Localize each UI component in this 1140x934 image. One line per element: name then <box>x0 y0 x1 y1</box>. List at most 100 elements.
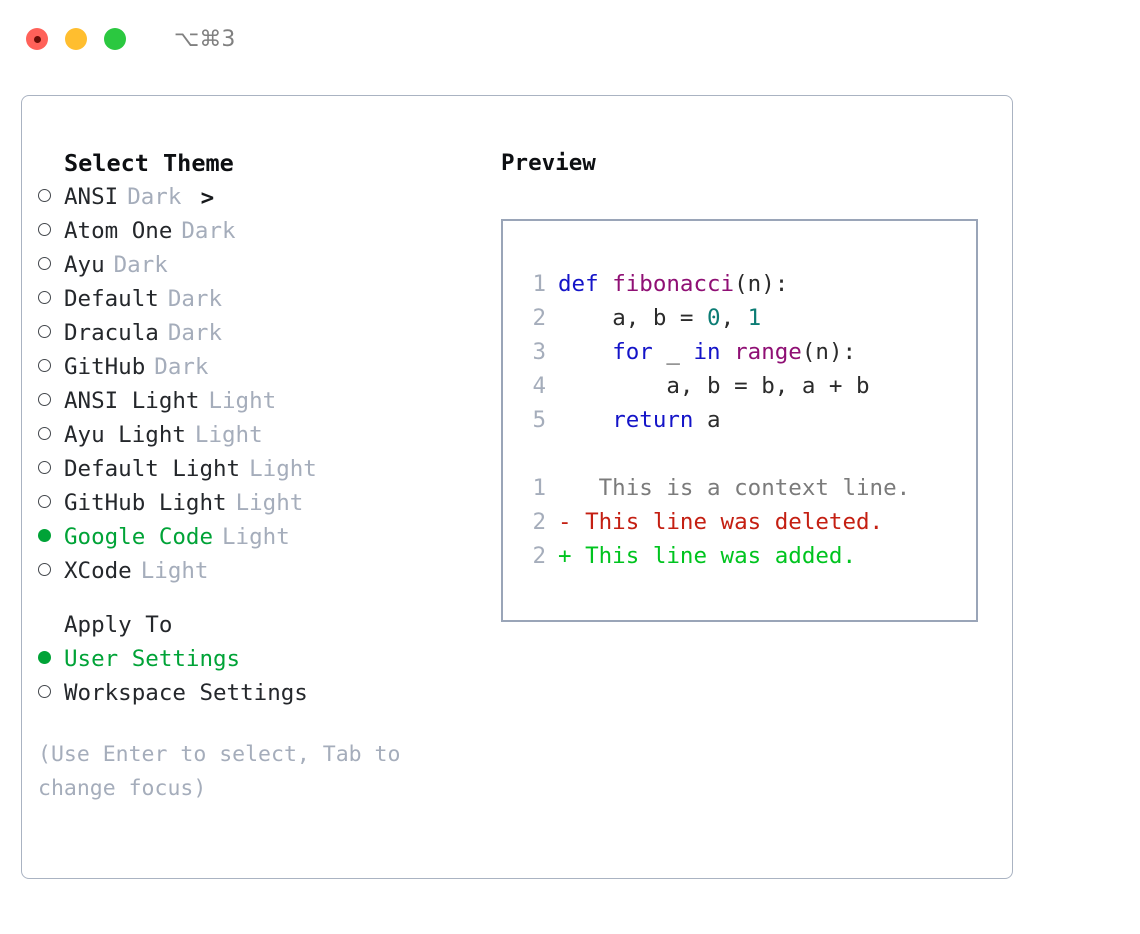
code-token <box>721 339 735 365</box>
theme-name-label: ANSI <box>64 184 119 210</box>
code-token: n <box>815 339 829 365</box>
theme-variant-badge: Dark <box>167 286 223 312</box>
code-token: ): <box>761 271 789 297</box>
code-token: 1 <box>747 305 762 331</box>
radio-unselected-icon[interactable] <box>38 452 64 486</box>
theme-list-item[interactable]: GitHub Dark <box>38 350 468 384</box>
radio-unselected-icon[interactable] <box>38 486 64 520</box>
theme-variant-badge: Dark <box>127 184 182 210</box>
code-token: a, b = b, a + b <box>666 373 870 399</box>
close-window-button[interactable] <box>26 28 48 50</box>
theme-variant-badge: Dark <box>113 252 168 278</box>
code-diff-separator <box>520 437 970 471</box>
line-number: 4 <box>532 373 546 399</box>
line-number: 2 <box>532 509 546 535</box>
theme-list-item[interactable]: Default Dark <box>38 282 468 316</box>
theme-name-label: Ayu Light <box>64 422 186 448</box>
diff-line: 2 + This line was added. <box>520 539 970 573</box>
radio-unselected-icon[interactable] <box>38 316 64 350</box>
radio-unselected-icon[interactable] <box>38 282 64 316</box>
radio-unselected-icon[interactable] <box>38 676 64 710</box>
radio-unselected-icon[interactable] <box>38 418 64 452</box>
theme-name-label: GitHub Light <box>64 490 227 516</box>
theme-name-label: Default Light <box>64 456 241 482</box>
code-line: 4 a, b = b, a + b <box>520 369 970 403</box>
caret-icon: > <box>200 185 215 211</box>
theme-name-label: ANSI Light <box>64 388 200 414</box>
code-token: a, b = <box>612 305 708 331</box>
theme-name-label: Default <box>64 286 159 312</box>
theme-name-label: GitHub <box>64 354 146 380</box>
title-bar: ⌥⌘3 <box>0 0 1140 78</box>
diff-text: This line was added. <box>571 543 857 569</box>
radio-unselected-icon[interactable] <box>38 248 64 282</box>
code-line: 1 def fibonacci(n): <box>520 267 970 301</box>
theme-variant-badge: Light <box>140 558 209 584</box>
code-line: 2 a, b = 0, 1 <box>520 301 970 335</box>
code-token: _ <box>652 339 694 365</box>
radio-unselected-icon[interactable] <box>38 214 64 248</box>
code-token: 0 <box>707 305 721 331</box>
theme-list-item[interactable]: ANSI Dark <box>38 180 468 214</box>
radio-selected-icon[interactable] <box>38 520 64 554</box>
radio-unselected-icon[interactable] <box>38 554 64 588</box>
code-token: in <box>693 339 721 365</box>
theme-list-item[interactable]: Default Light Light <box>38 452 468 486</box>
line-number: 1 <box>532 271 546 297</box>
theme-variant-badge: Light <box>249 456 317 482</box>
diff-text: This line was deleted. <box>571 509 884 535</box>
code-token <box>558 373 666 399</box>
apply-to-label: Workspace Settings <box>64 680 308 706</box>
diff-sign <box>558 471 572 505</box>
apply-to-item[interactable]: User Settings <box>38 642 468 676</box>
theme-variant-badge: Dark <box>167 320 223 346</box>
diff-sign: - <box>558 509 572 535</box>
radio-selected-icon[interactable] <box>38 642 64 676</box>
radio-unselected-icon[interactable] <box>38 350 64 384</box>
radio-unselected-icon[interactable] <box>38 180 64 214</box>
code-line: 3 for _ in range(n): <box>520 335 970 369</box>
apply-to-label: User Settings <box>64 646 241 672</box>
apply-to-item[interactable]: Workspace Settings <box>38 676 468 710</box>
theme-name-label: Atom One <box>64 218 173 244</box>
code-token: ): <box>828 339 857 365</box>
apply-to-header: Apply To <box>64 612 173 638</box>
code-text: return a <box>558 403 720 437</box>
minimize-window-button[interactable] <box>65 28 87 50</box>
theme-variant-badge: Light <box>222 524 290 550</box>
code-token: def <box>558 271 613 297</box>
line-number: 2 <box>532 305 546 331</box>
code-token: range <box>734 339 802 365</box>
maximize-window-button[interactable] <box>104 28 126 50</box>
select-theme-header: > Select Theme <box>38 146 468 211</box>
line-number: 2 <box>532 543 546 569</box>
diff-sign: + <box>558 543 572 569</box>
code-token <box>558 305 612 331</box>
list-spacer <box>38 588 468 608</box>
theme-list-item[interactable]: Ayu Dark <box>38 248 468 282</box>
theme-name-label: Ayu <box>64 252 105 278</box>
code-token: return <box>612 407 694 433</box>
code-token <box>558 339 612 365</box>
code-line: 5 return a <box>520 403 970 437</box>
code-text: def fibonacci(n): <box>558 267 788 301</box>
radio-unselected-icon[interactable] <box>38 384 64 418</box>
preview-title: Preview <box>501 150 596 176</box>
theme-variant-badge: Dark <box>154 354 209 380</box>
traffic-light-group <box>26 28 126 50</box>
diff-text: This is a context line. <box>571 475 911 501</box>
code-token <box>558 407 612 433</box>
code-text: for _ in range(n): <box>558 335 856 369</box>
code-text: a, b = 0, 1 <box>558 301 761 335</box>
